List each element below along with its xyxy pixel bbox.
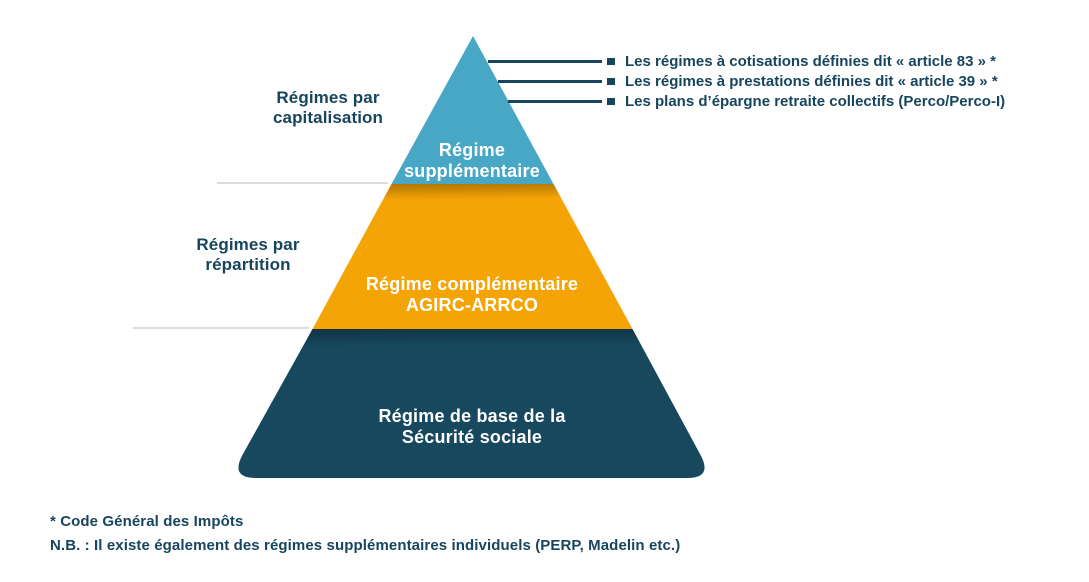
callout-text-perco: Les plans d’épargne retraite collectifs …	[625, 93, 1006, 110]
tier-label-regime-complementaire: Régime complémentaire AGIRC-ARRCO	[322, 274, 622, 316]
tier-shadow	[383, 184, 562, 200]
side-label-line: capitalisation	[272, 108, 384, 127]
tier-label-line: AGIRC-ARRCO	[405, 295, 539, 315]
tier-label-line: Régime	[438, 140, 506, 160]
side-label-repartition: Régimes par répartition	[148, 235, 348, 275]
footnote-nb-regimes-individuels: N.B. : Il existe également des régimes s…	[50, 537, 681, 554]
tier-label-regime-de-base: Régime de base de la Sécurité sociale	[322, 406, 622, 448]
footnote-code-general-impots: * Code Général des Impôts	[50, 513, 244, 530]
tier-shadow	[303, 329, 642, 347]
callout-bullet	[607, 98, 615, 105]
tier-label-line: Sécurité sociale	[401, 427, 543, 447]
side-label-capitalisation: Régimes par capitalisation	[228, 88, 428, 128]
tier-label-line: Régime complémentaire	[365, 274, 579, 294]
tier-label-line: supplémentaire	[404, 161, 540, 181]
tier-label-regime-supplementaire: Régime supplémentaire	[322, 140, 622, 182]
side-label-line: répartition	[205, 255, 291, 274]
tier-shape-regime-de-base	[238, 329, 705, 478]
callout-text-article-39: Les régimes à prestations définies dit «…	[625, 73, 998, 90]
side-label-line: Régimes par	[196, 235, 300, 254]
tier-shape-regime-supplementaire	[391, 36, 554, 184]
tier-label-line: Régime de base de la	[378, 406, 566, 426]
callout-bullet	[607, 58, 615, 65]
callout-bullet	[607, 78, 615, 85]
callout-text-article-83: Les régimes à cotisations définies dit «…	[625, 53, 996, 70]
tier-shape-regime-complementaire	[312, 184, 633, 329]
side-label-line: Régimes par	[276, 88, 380, 107]
